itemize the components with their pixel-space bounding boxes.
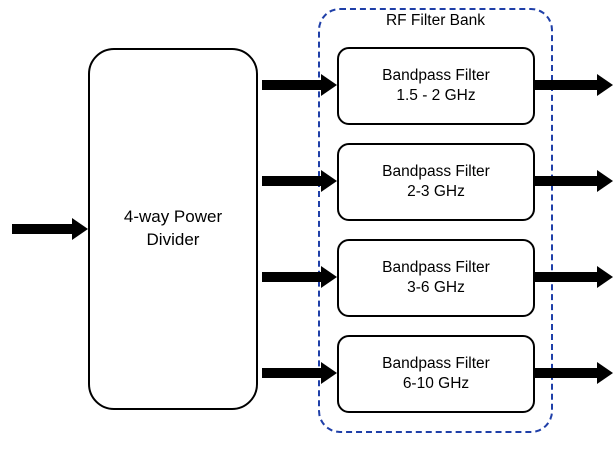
arrow-head: [597, 74, 613, 96]
arrow-shaft: [535, 368, 597, 378]
bandpass-filter-3-block[interactable]: Bandpass Filter 3-6 GHz: [337, 239, 535, 317]
arrow-shaft: [535, 80, 597, 90]
arrow-head: [321, 74, 337, 96]
arrow-head: [597, 362, 613, 384]
arrow-shaft: [535, 176, 597, 186]
arrow-head: [597, 170, 613, 192]
arrow-shaft: [262, 272, 321, 282]
arrow-shaft: [262, 368, 321, 378]
arrow-shaft: [262, 176, 321, 186]
arrow-head: [321, 266, 337, 288]
bandpass-filter-2-block[interactable]: Bandpass Filter 2-3 GHz: [337, 143, 535, 221]
bandpass-filter-1-label: Bandpass Filter 1.5 - 2 GHz: [382, 66, 490, 104]
bandpass-filter-2-label: Bandpass Filter 2-3 GHz: [382, 162, 490, 200]
arrow-head: [321, 362, 337, 384]
bandpass-filter-4-label: Bandpass Filter 6-10 GHz: [382, 354, 490, 392]
bandpass-filter-4-block[interactable]: Bandpass Filter 6-10 GHz: [337, 335, 535, 413]
arrow-shaft: [12, 224, 72, 234]
bandpass-filter-1-block[interactable]: Bandpass Filter 1.5 - 2 GHz: [337, 47, 535, 125]
power-divider-block[interactable]: 4-way Power Divider: [88, 48, 258, 410]
arrow-head: [72, 218, 88, 240]
rf-filter-bank-group: [318, 8, 553, 433]
arrow-head: [597, 266, 613, 288]
power-divider-label: 4-way Power Divider: [123, 207, 223, 249]
arrow-head: [321, 170, 337, 192]
bandpass-filter-3-label: Bandpass Filter 3-6 GHz: [382, 258, 490, 296]
arrow-shaft: [262, 80, 321, 90]
rf-filter-bank-title: RF Filter Bank: [385, 12, 486, 29]
arrow-shaft: [535, 272, 597, 282]
